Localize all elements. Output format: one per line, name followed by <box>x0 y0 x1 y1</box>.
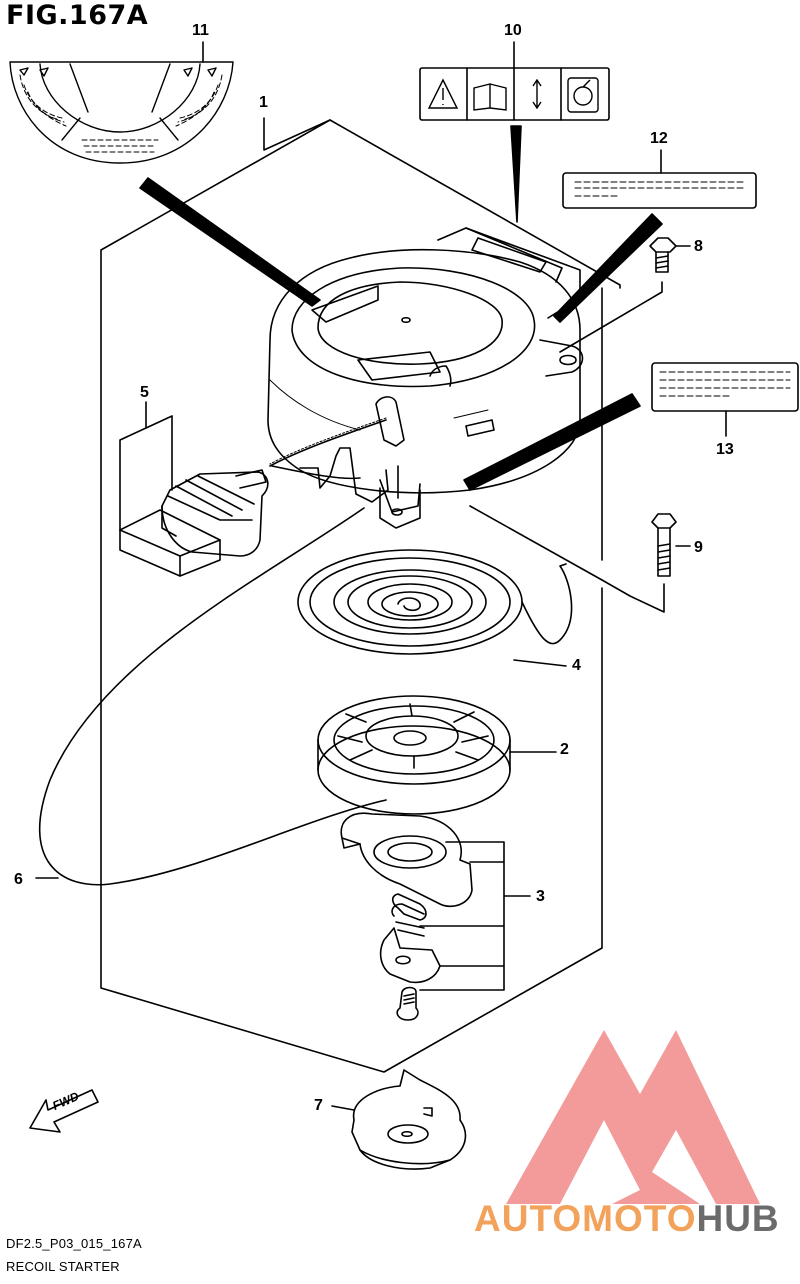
callout-7: 7 <box>314 1097 323 1114</box>
rope-reel-2 <box>317 695 557 815</box>
bolt-8 <box>649 237 677 273</box>
assembly-frame <box>100 119 621 1073</box>
manual-book-icon <box>473 83 507 111</box>
label-13 <box>651 362 799 412</box>
callout-3: 3 <box>536 888 545 905</box>
handle-5 <box>119 469 269 577</box>
pawl-set-3 <box>340 812 505 1021</box>
callout-12: 12 <box>650 130 668 147</box>
callout-2: 2 <box>560 741 569 758</box>
brand-part-auto: AUTO <box>474 1198 583 1239</box>
cam-plate-7 <box>351 1069 467 1170</box>
fwd-arrow-icon <box>29 1089 99 1133</box>
callout-9: 9 <box>694 539 703 556</box>
up-down-arrow-icon <box>532 78 542 110</box>
warning-triangle-icon <box>427 78 459 109</box>
footer-code: DF2.5_P03_015_167A <box>6 1236 142 1251</box>
brand-part-moto: MOTO <box>582 1198 697 1239</box>
callout-8: 8 <box>694 238 703 255</box>
brand-part-hub: HUB <box>696 1198 780 1239</box>
recoil-housing-1 <box>267 227 584 529</box>
decal-11 <box>9 61 234 164</box>
bolt-9 <box>651 513 677 577</box>
callout-1: 1 <box>259 94 268 111</box>
recoil-spring-4 <box>297 549 573 667</box>
callout-10: 10 <box>504 22 522 39</box>
label-12 <box>562 172 757 209</box>
figure-title: FIG.167A <box>6 0 149 31</box>
rope-6 <box>38 507 387 886</box>
footer-name: RECOIL STARTER <box>6 1259 120 1274</box>
rope-pull-icon <box>567 77 599 113</box>
callout-13: 13 <box>716 441 734 458</box>
callout-6: 6 <box>14 871 23 888</box>
callout-5: 5 <box>140 384 149 401</box>
watermark-brand: AUTOMOTOHUB <box>474 1198 780 1240</box>
watermark-logo-icon <box>506 1030 760 1204</box>
callout-11: 11 <box>192 22 209 39</box>
callout-4: 4 <box>572 657 581 674</box>
